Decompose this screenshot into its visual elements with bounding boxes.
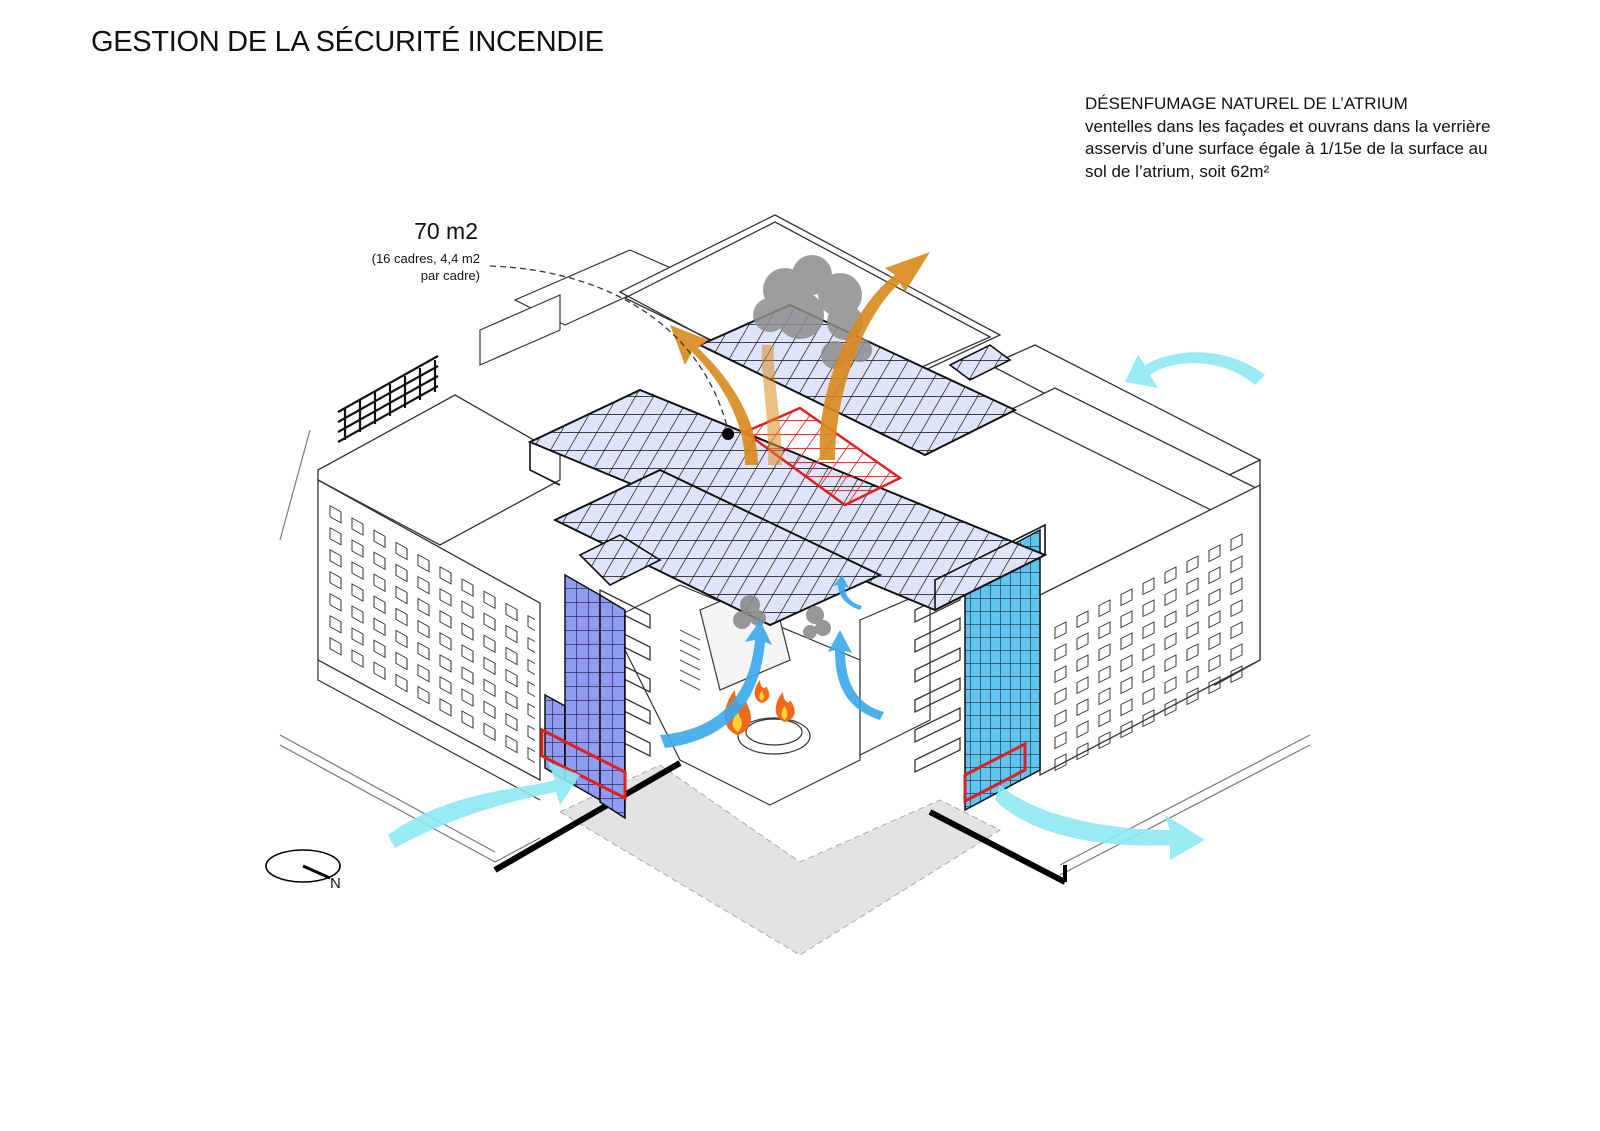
description-line: sol de l’atrium, soit 62m²: [1085, 161, 1270, 181]
site-ground-lines: [279, 429, 1311, 876]
page-title: GESTION DE LA SÉCURITÉ INCENDIE: [91, 26, 604, 58]
section-cut-lines: [493, 760, 1067, 885]
air-inflow-arrow-icon: [388, 352, 1265, 860]
roof-opening-detail-line: par cadre): [420, 268, 480, 283]
compass-icon: [265, 849, 341, 883]
right-office-building: [1008, 387, 1262, 777]
smoke-cloud-icon: [733, 595, 831, 639]
annotation-anchor-dot: [722, 428, 734, 440]
description-line: ventelles dans les façades et ouvrans da…: [1085, 116, 1491, 136]
right-glass-facade: [963, 528, 1041, 812]
roof-opening-detail: (16 cadres, 4,4 m2 par cadre): [340, 250, 480, 284]
description-line: asservis d’une surface égale à 1/15e de …: [1085, 139, 1488, 158]
left-glass-facade: [540, 573, 627, 820]
air-inflow-arrow-icon: [660, 575, 884, 748]
glass-roof: [527, 303, 1048, 627]
annotation-leader-line: [489, 265, 729, 431]
fire-icon: [775, 692, 795, 722]
left-rooftop-grille: [337, 355, 439, 443]
description-block: DÉSENFUMAGE NATUREL DE L’ATRIUM ventelle…: [1085, 93, 1565, 183]
description-heading: DÉSENFUMAGE NATUREL DE L’ATRIUM: [1085, 94, 1408, 113]
smoke-exhaust-arrow-icon: [670, 252, 930, 465]
ground-shadow: [558, 764, 1002, 956]
roof-opening-area: 70 m2: [414, 218, 478, 244]
fire-icon: [754, 680, 770, 703]
roof-opening-detail-line: (16 cadres, 4,4 m2: [371, 251, 480, 266]
smoke-cloud-icon: [753, 255, 872, 369]
atrium-stair: [679, 629, 701, 691]
left-office-building: [317, 394, 561, 801]
north-label: N: [330, 875, 341, 892]
